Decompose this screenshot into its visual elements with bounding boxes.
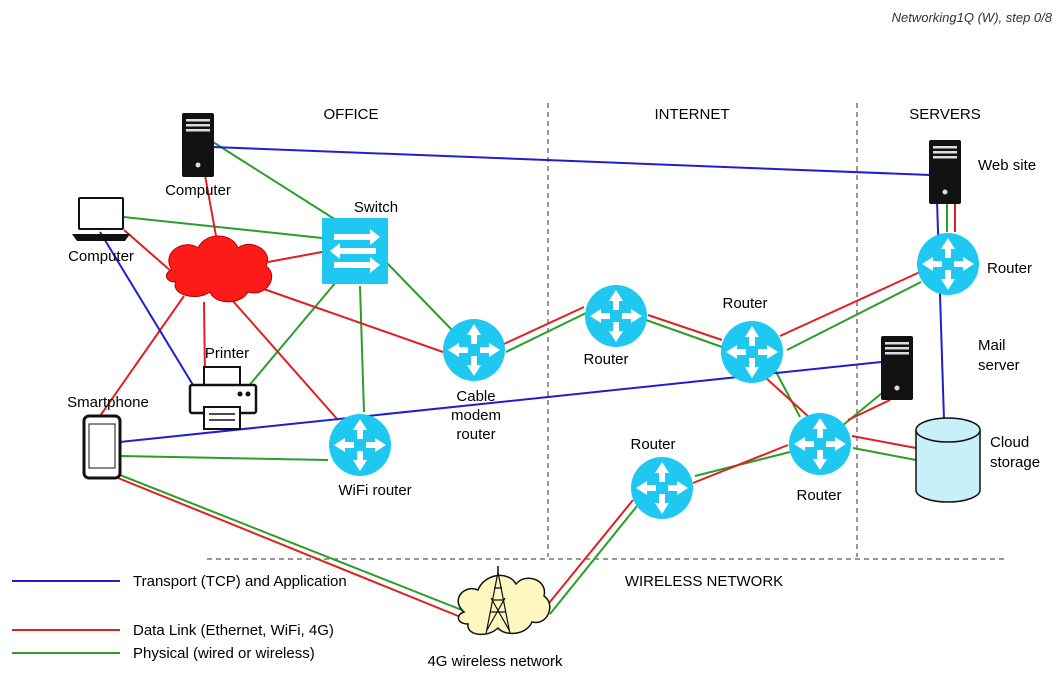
switch-icon[interactable] <box>322 218 388 284</box>
wireless-4g-cloud-icon[interactable] <box>457 566 551 636</box>
cable-modem-router-icon[interactable] <box>443 319 505 381</box>
wireless-4g-label: 4G wireless network <box>427 653 563 670</box>
switch-label: Switch <box>354 199 398 216</box>
zone-label-servers: SERVERS <box>909 106 980 123</box>
router-a-icon[interactable] <box>585 285 647 347</box>
physical-links <box>114 141 948 615</box>
legend-transport-label: Transport (TCP) and Application <box>133 573 347 590</box>
zone-label-wireless: WIRELESS NETWORK <box>625 573 783 590</box>
router-d-icon[interactable] <box>789 413 851 475</box>
computer-tower-icon[interactable] <box>182 113 214 177</box>
router-d-label: Router <box>796 487 841 504</box>
cloud-storage-label-line2: storage <box>990 454 1040 471</box>
cable-modem-label-line2: modem <box>451 407 501 424</box>
web-site-server-icon[interactable] <box>929 140 961 204</box>
router-c-label: Router <box>630 436 675 453</box>
zone-label-internet: INTERNET <box>655 106 730 123</box>
router-e-label: Router <box>987 260 1032 277</box>
cable-modem-label-line1: Cable <box>456 388 495 405</box>
web-site-label: Web site <box>978 157 1036 174</box>
wifi-router-label: WiFi router <box>338 482 411 499</box>
mail-server-label-line1: Mail <box>978 337 1006 354</box>
wifi-router-icon[interactable] <box>329 414 391 476</box>
step-label: Networking1Q (W), step 0/8 <box>892 10 1053 25</box>
cloud-storage-label-line1: Cloud <box>990 434 1029 451</box>
computer-laptop-label: Computer <box>68 248 134 265</box>
ethernet-cloud-icon <box>166 235 273 303</box>
printer-label: Printer <box>205 345 249 362</box>
computer-tower-label: Computer <box>165 182 231 199</box>
laptop-icon[interactable] <box>72 197 130 241</box>
cable-modem-label-line3: router <box>456 426 495 443</box>
router-a-label: Router <box>583 351 628 368</box>
legend: Transport (TCP) and Application Data Lin… <box>12 573 347 662</box>
router-e-icon[interactable] <box>917 233 979 295</box>
mail-server-icon[interactable] <box>881 336 913 400</box>
smartphone-label: Smartphone <box>67 394 149 411</box>
legend-physical-label: Physical (wired or wireless) <box>133 645 315 662</box>
router-b-icon[interactable] <box>721 321 783 383</box>
zone-label-office: OFFICE <box>324 106 379 123</box>
printer-icon[interactable] <box>188 366 258 430</box>
router-c-icon[interactable] <box>631 457 693 519</box>
legend-datalink-label: Data Link (Ethernet, WiFi, 4G) <box>133 622 334 639</box>
mail-server-label-line2: server <box>978 357 1020 374</box>
smartphone-icon[interactable] <box>82 414 122 480</box>
datalink-links <box>99 174 956 621</box>
router-b-label: Router <box>722 295 767 312</box>
cloud-storage-icon[interactable] <box>915 417 981 503</box>
